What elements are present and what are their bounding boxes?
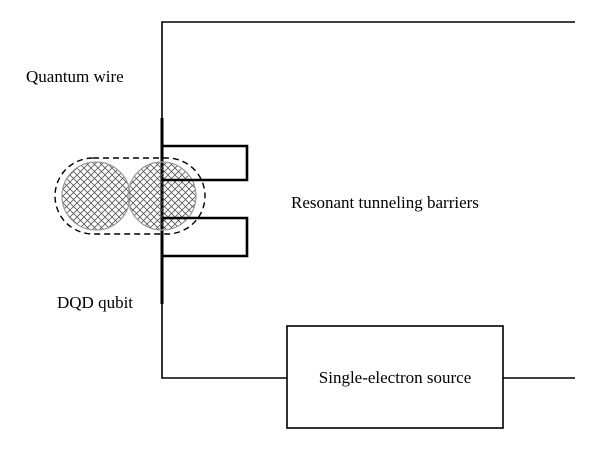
barrier-lower <box>162 216 249 258</box>
barrier-upper <box>162 144 249 182</box>
dqd-qubit <box>54 157 206 235</box>
lower-left-wire <box>161 304 287 379</box>
dqd-qubit-label: DQD qubit <box>57 293 133 312</box>
barriers-label: Resonant tunneling barriers <box>291 193 479 212</box>
wire-circuit <box>161 21 575 379</box>
top-wire <box>161 21 575 118</box>
quantum-dot-left <box>61 161 131 231</box>
quantum-wire-label: Quantum wire <box>26 67 124 86</box>
quantum-dot-right <box>127 161 197 231</box>
tunneling-barriers <box>162 144 249 258</box>
dqd-envelope <box>54 157 206 235</box>
single-electron-source-label: Single-electron source <box>319 368 471 387</box>
single-electron-source-box <box>286 325 504 429</box>
